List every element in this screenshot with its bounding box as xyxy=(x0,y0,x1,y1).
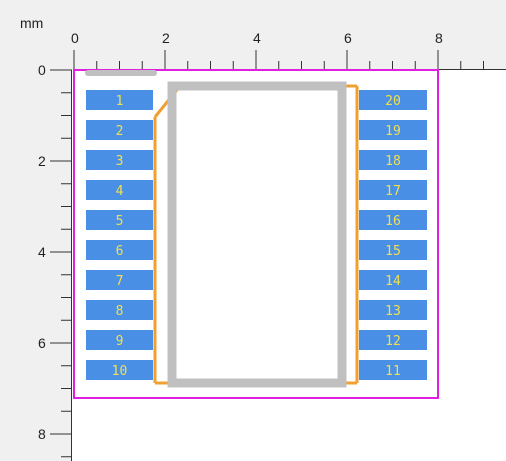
ruler-left-labels: 0 2 4 6 8 xyxy=(38,62,46,442)
pad-shape[interactable] xyxy=(359,270,427,290)
pad[interactable]: 3 xyxy=(86,150,153,170)
ruler-left-label: 2 xyxy=(38,153,46,169)
pad-shape[interactable] xyxy=(359,330,427,350)
pad-shape[interactable] xyxy=(359,150,427,170)
pad-shape[interactable] xyxy=(86,300,153,320)
ruler-top-label: 8 xyxy=(435,30,443,46)
pad[interactable]: 13 xyxy=(359,300,427,320)
pad-number: 18 xyxy=(385,154,401,169)
pad-number: 2 xyxy=(116,124,124,139)
pad-number: 13 xyxy=(385,304,401,319)
package-body-silkscreen[interactable] xyxy=(167,81,347,388)
pad-number: 7 xyxy=(116,274,124,289)
pad-shape[interactable] xyxy=(359,90,427,110)
pad[interactable]: 14 xyxy=(359,270,427,290)
pad-number: 14 xyxy=(385,274,401,289)
pad[interactable]: 10 xyxy=(86,360,153,380)
courtyard-outline[interactable] xyxy=(73,69,439,399)
pad-shape[interactable] xyxy=(86,90,153,110)
pad[interactable]: 4 xyxy=(86,180,153,200)
ruler-top-label: 0 xyxy=(71,30,79,46)
pad-shape[interactable] xyxy=(86,120,153,140)
pad-number: 8 xyxy=(116,304,124,319)
pad[interactable]: 16 xyxy=(359,210,427,230)
ruler-unit-label: mm xyxy=(20,15,43,31)
pad-shape[interactable] xyxy=(359,300,427,320)
pad-shape[interactable] xyxy=(359,180,427,200)
pad-number: 11 xyxy=(385,364,401,379)
pad[interactable]: 2 xyxy=(86,120,153,140)
ruler-top-label: 4 xyxy=(253,30,261,46)
pad-number: 6 xyxy=(116,244,124,259)
pad-shape[interactable] xyxy=(86,270,153,290)
ruler-top xyxy=(0,0,506,70)
pad-shape[interactable] xyxy=(86,180,153,200)
pad[interactable]: 15 xyxy=(359,240,427,260)
pad[interactable]: 6 xyxy=(86,240,153,260)
pad-shape[interactable] xyxy=(86,330,153,350)
pad[interactable]: 18 xyxy=(359,150,427,170)
pad-column-right[interactable]: 20 19 18 17 16 15 14 13 12 11 xyxy=(359,90,427,380)
pad-number: 16 xyxy=(385,214,401,229)
pad-shape[interactable] xyxy=(359,240,427,260)
pad-number: 17 xyxy=(385,184,401,199)
pad-number: 9 xyxy=(116,334,124,349)
pad[interactable]: 9 xyxy=(86,330,153,350)
ruler-top-label: 6 xyxy=(344,30,352,46)
ruler-left xyxy=(0,0,72,461)
ruler-left-label: 0 xyxy=(38,62,46,78)
pad-shape[interactable] xyxy=(359,210,427,230)
pad[interactable]: 7 xyxy=(86,270,153,290)
ruler-left-ticks xyxy=(50,69,72,461)
pad[interactable]: 11 xyxy=(359,360,427,380)
pad-number: 10 xyxy=(112,364,128,379)
ruler-left-label: 4 xyxy=(38,244,46,260)
pad-shape[interactable] xyxy=(86,240,153,260)
pad-number: 15 xyxy=(385,244,401,259)
ruler-left-label: 6 xyxy=(38,335,46,351)
pad[interactable]: 1 xyxy=(86,90,153,110)
ruler-top-label: 2 xyxy=(162,30,170,46)
pad-shape[interactable] xyxy=(86,150,153,170)
pad-shape[interactable] xyxy=(86,360,153,380)
pad-number: 1 xyxy=(116,94,124,109)
pad-number: 3 xyxy=(116,154,124,169)
pad[interactable]: 20 xyxy=(359,90,427,110)
pad[interactable]: 8 xyxy=(86,300,153,320)
pad[interactable]: 19 xyxy=(359,120,427,140)
pad-number: 19 xyxy=(385,124,401,139)
pad-number: 5 xyxy=(116,214,124,229)
ruler-left-label: 8 xyxy=(38,426,46,442)
pad[interactable]: 5 xyxy=(86,210,153,230)
pad-number: 12 xyxy=(385,334,401,349)
pad-shape[interactable] xyxy=(359,360,427,380)
pad-number: 20 xyxy=(385,94,401,109)
pad-number: 4 xyxy=(116,184,124,199)
ruler-top-labels: 0 2 4 6 8 xyxy=(71,30,443,46)
pad[interactable]: 12 xyxy=(359,330,427,350)
pad[interactable]: 17 xyxy=(359,180,427,200)
pad-column-left[interactable]: 1 2 3 4 5 6 7 8 9 10 xyxy=(86,90,153,380)
pad-shape[interactable] xyxy=(86,210,153,230)
pad-shape[interactable] xyxy=(359,120,427,140)
fabrication-outline xyxy=(153,84,359,385)
